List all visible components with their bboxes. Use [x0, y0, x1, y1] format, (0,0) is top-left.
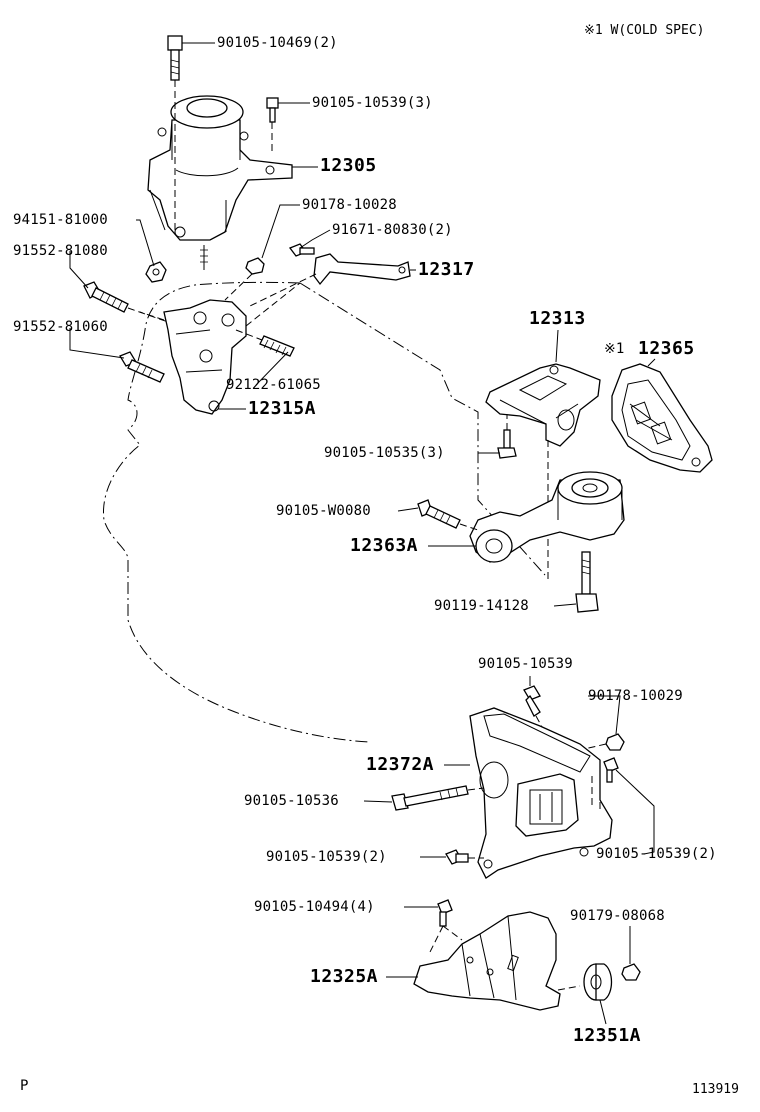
part-label[interactable]: 91552-81080 — [13, 243, 108, 259]
cover-12365 — [611, 363, 713, 473]
engine-outline — [102, 281, 546, 743]
part-label[interactable]: 12315A — [248, 398, 317, 419]
part-label[interactable]: 90105-10494(4) — [254, 899, 375, 915]
nut-90179-08068 — [621, 963, 641, 981]
leader-lines — [69, 42, 656, 1025]
engine-mount-12305 — [147, 95, 293, 270]
part-label[interactable]: 12317 — [418, 259, 475, 280]
part-label[interactable]: 90179-08068 — [570, 908, 665, 924]
part-label[interactable]: 92122-61065 — [226, 377, 321, 393]
part-label[interactable]: 12305 — [320, 155, 377, 176]
part-label[interactable]: 90105-10539(2) — [266, 849, 387, 865]
bracket-12325A — [413, 911, 581, 1011]
part-label[interactable]: ※1 — [604, 341, 625, 357]
part-label[interactable]: 90105-10535(3) — [324, 445, 445, 461]
nut-94151-81000 — [145, 261, 167, 283]
part-label[interactable]: 90105-10539(2) — [596, 846, 717, 862]
diagram-id: 113919 — [692, 1082, 739, 1097]
torque-rod-12363A — [469, 471, 625, 563]
part-label[interactable]: 94151-81000 — [13, 212, 108, 228]
bolt-90105-W0080 — [417, 499, 479, 531]
bolt-90119-14128 — [575, 551, 599, 613]
nut-90178-10028 — [224, 257, 265, 301]
bolt-91552-81080 — [83, 281, 169, 323]
part-label[interactable]: 90105-10539(3) — [312, 95, 433, 111]
part-label[interactable]: 90105-10536 — [244, 793, 339, 809]
page-mark: P — [20, 1078, 29, 1094]
part-label[interactable]: 90105-10469(2) — [217, 35, 338, 51]
part-label[interactable]: 90178-10029 — [588, 688, 683, 704]
part-label[interactable]: 90105-10539 — [478, 656, 573, 672]
part-label[interactable]: 90178-10028 — [302, 197, 397, 213]
bolt-90105-10539-upper — [266, 97, 279, 152]
bracket-12372A — [469, 707, 613, 879]
part-label[interactable]: 12351A — [573, 1025, 642, 1046]
bolt-90105-10539-lower — [445, 849, 484, 865]
bolt-91552-81060 — [119, 351, 165, 383]
part-label[interactable]: 90105-W0080 — [276, 503, 371, 519]
part-label[interactable]: 12365 — [638, 338, 695, 359]
bolt-90105-10539-mid — [523, 685, 549, 739]
bolt-90105-10536 — [391, 785, 485, 811]
nut-90178-10029 — [579, 733, 625, 751]
bracket-12315A — [139, 282, 301, 415]
bolt-90105-10494 — [429, 899, 463, 953]
stud-92122-61065 — [259, 335, 295, 357]
part-label[interactable]: 91552-81060 — [13, 319, 108, 335]
bolt-90105-10539-right — [603, 757, 619, 783]
cold-spec-note: ※1 W(COLD SPEC) — [584, 23, 705, 38]
bolt-90105-10469 — [167, 35, 183, 230]
bushing-12351A — [583, 963, 613, 1001]
part-label[interactable]: 12313 — [529, 308, 586, 329]
part-label[interactable]: 12372A — [366, 754, 435, 775]
bolt-90105-10535 — [497, 414, 517, 459]
part-label[interactable]: 12363A — [350, 535, 419, 556]
part-label[interactable]: 91671-80830(2) — [332, 222, 453, 238]
part-label[interactable]: 12325A — [310, 966, 379, 987]
bracket-12317 — [249, 243, 411, 307]
part-label[interactable]: 90119-14128 — [434, 598, 529, 614]
